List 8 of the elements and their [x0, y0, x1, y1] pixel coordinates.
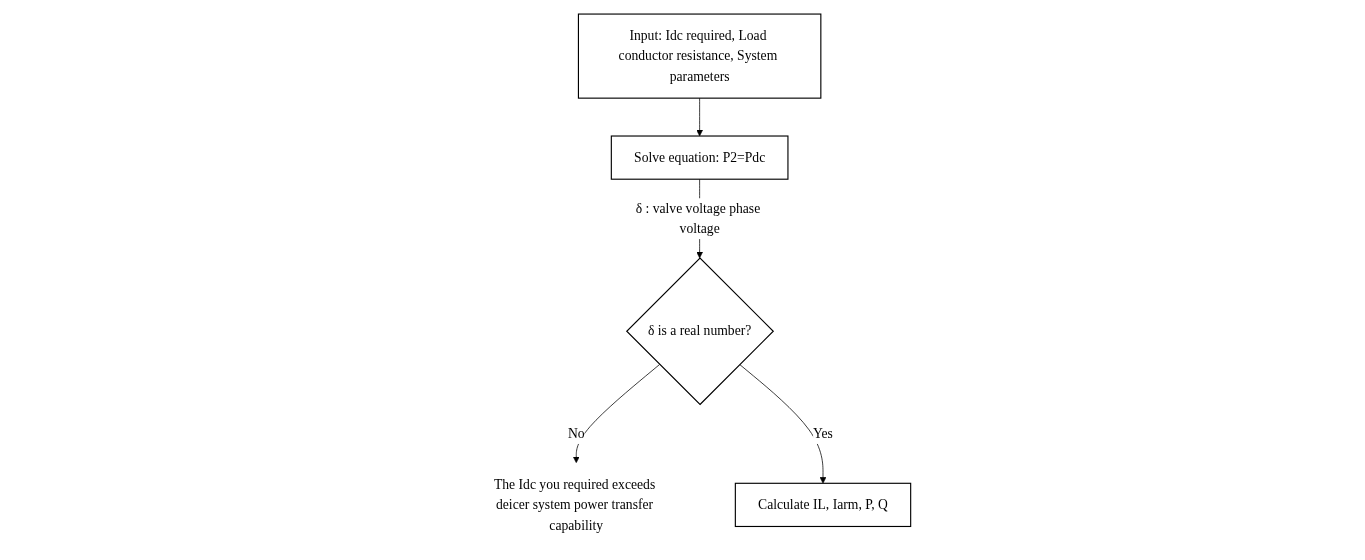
node-box: Input: Idc required, Load conductor resistance, System parameters [577, 13, 822, 99]
edge-label: Yes [812, 425, 833, 441]
edge-label: No [567, 425, 585, 441]
node-box: Calculate IL, Iarm, P, Q [734, 482, 911, 527]
node-box: Solve equation: P2=Pdc [610, 134, 789, 180]
node-diamond: δ is a real number? [625, 256, 774, 405]
edge-label: δ : valve voltage phase voltage [635, 199, 760, 236]
node-text: The Idc you required exceeds deicer system power transfer capability [493, 475, 655, 533]
